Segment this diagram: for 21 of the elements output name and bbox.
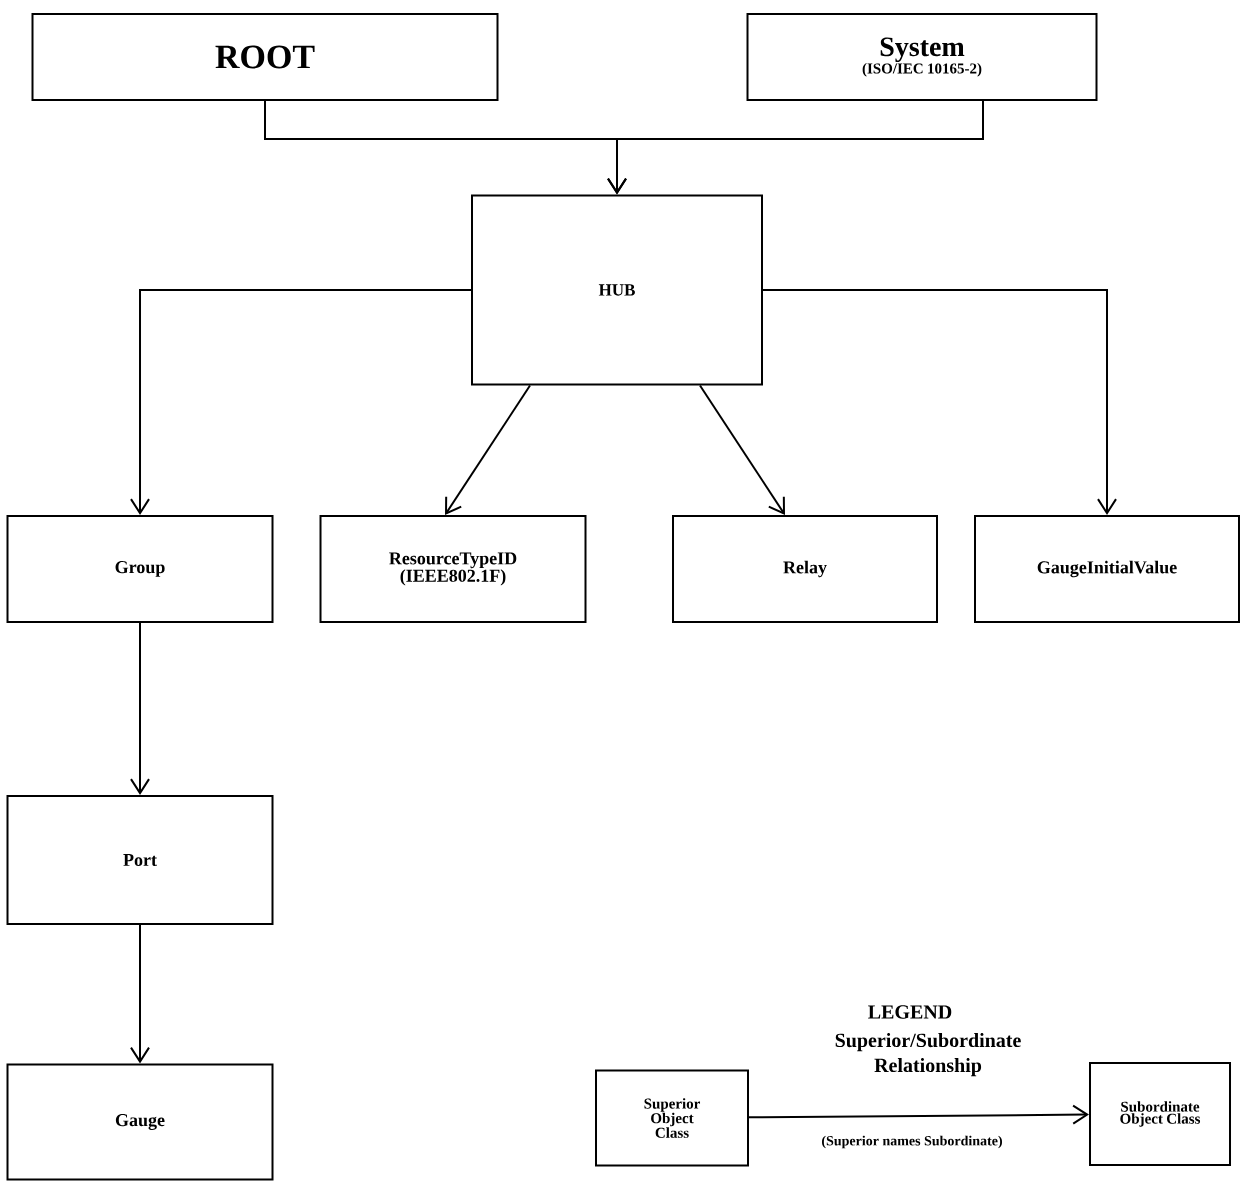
arrow bbox=[130, 289, 472, 515]
class-box: Gauge bbox=[6, 1063, 274, 1181]
arrow bbox=[699, 384, 785, 515]
class-box: Port bbox=[6, 795, 274, 925]
arrow bbox=[607, 100, 984, 195]
class-box: HUB bbox=[471, 194, 763, 386]
class-box: GaugeInitialValue bbox=[974, 515, 1240, 623]
legend-heading: LEGEND bbox=[868, 1005, 952, 1019]
arrow bbox=[130, 622, 150, 795]
class-box: System (ISO/IEC 10165-2) bbox=[746, 13, 1098, 101]
arrow bbox=[762, 289, 1117, 515]
class-box: Relay bbox=[672, 515, 938, 623]
class-box: ROOT bbox=[31, 13, 499, 101]
class-box: ResourceTypeID (IEEE802.1F) bbox=[319, 515, 587, 623]
legend-title: Superior/Subordinate Relationship bbox=[835, 1033, 1021, 1077]
class-box: Group bbox=[6, 515, 274, 623]
arrow bbox=[748, 1104, 1089, 1125]
arrow bbox=[445, 384, 531, 515]
legend-box: Superior Object Class bbox=[595, 1069, 749, 1167]
arrow bbox=[130, 924, 150, 1064]
legend-box: Subordinate Object Class bbox=[1089, 1062, 1231, 1166]
